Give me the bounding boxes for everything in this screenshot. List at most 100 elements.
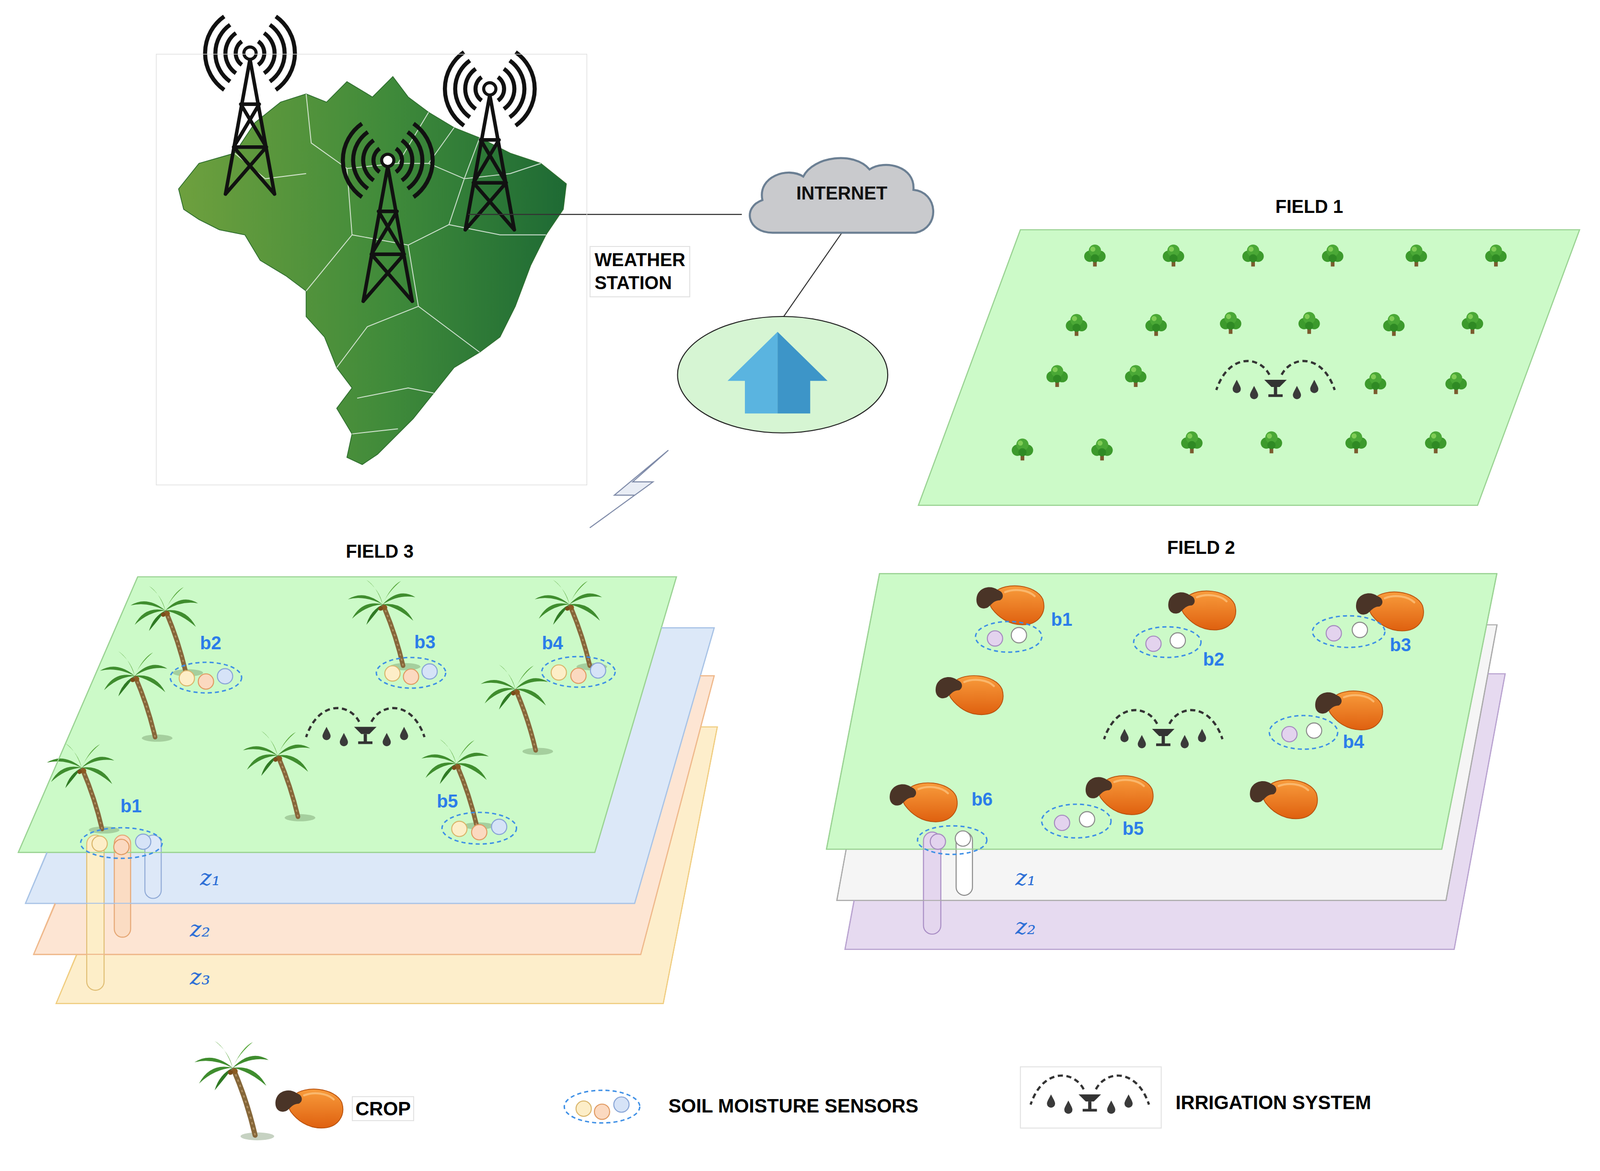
soil-layer: z₁	[25, 627, 715, 904]
sensor-group-shape	[974, 620, 1044, 653]
field-2-cashews	[935, 675, 1004, 715]
sensor-ellipse	[1133, 626, 1201, 658]
field-plane-shape	[826, 573, 1497, 849]
legend-icons	[576, 1100, 592, 1116]
sensor-dot	[1306, 722, 1322, 739]
sensor-dot	[198, 673, 214, 690]
sensor-group-shape	[169, 660, 243, 694]
layer-outline	[836, 624, 1497, 901]
field-1-trees	[1364, 371, 1387, 395]
sensor-group: b4	[1268, 714, 1339, 751]
sensor-dot	[1079, 811, 1095, 827]
cloud-shape	[749, 158, 934, 233]
sensor-dot	[113, 839, 129, 855]
sensor-group: b5	[1040, 802, 1113, 839]
soil-layer-shape	[56, 726, 718, 1004]
field-2-cashews	[1168, 590, 1236, 630]
sensor-ellipse	[1312, 615, 1385, 648]
home-station	[677, 316, 889, 433]
panel-border	[156, 54, 587, 485]
sensor-ellipse	[376, 657, 447, 688]
node-label: b5	[1122, 818, 1144, 840]
sensor-group: b2	[169, 660, 243, 694]
legend-label: SOIL MOISTURE SENSORS	[668, 1093, 919, 1117]
node-label: b6	[971, 788, 993, 811]
field-1-trees	[1485, 244, 1508, 267]
field-1-trees	[1383, 313, 1405, 337]
field-2-cashews	[889, 585, 1424, 822]
node-label: b1	[1051, 609, 1073, 631]
legend-item: CROP	[351, 1095, 415, 1121]
sensor-group-shape	[1311, 614, 1386, 649]
sensor-ellipse	[1042, 804, 1112, 838]
sensor-group-shape	[1040, 802, 1113, 839]
field-2-cashews	[1085, 775, 1154, 815]
node-label: b5	[436, 790, 458, 812]
field-plane-shape	[18, 576, 677, 853]
layer-outline	[33, 675, 715, 954]
sensor-group-shape	[375, 656, 447, 689]
field-1-trees	[1091, 438, 1114, 461]
field-3-palms	[130, 585, 203, 676]
field-plane: FIELD 3b2b3b4b1b5	[18, 576, 677, 853]
field-1-trees	[1046, 364, 1068, 387]
field-3-palms	[46, 742, 120, 834]
field-3-layers	[18, 576, 718, 1004]
legend-label: CROP	[351, 1095, 415, 1121]
sensor-dot	[491, 819, 507, 835]
soil-layer-shape	[836, 624, 1497, 901]
node-label: z₃	[189, 964, 211, 989]
legend-icons	[613, 1096, 629, 1113]
node-label: z₁	[1015, 865, 1036, 890]
node-label: FIELD 1	[1275, 196, 1344, 219]
weather-station-panel-shape	[156, 54, 587, 485]
sensor-dot	[1281, 726, 1298, 742]
home-station	[777, 331, 828, 414]
sensor-dot	[987, 630, 1003, 647]
sensor-group: b2	[1132, 625, 1203, 659]
node-label: b1	[120, 795, 142, 817]
wireless-bolt	[589, 450, 669, 528]
field-1-trees	[1145, 313, 1168, 337]
sensor-ellipse	[541, 656, 615, 687]
sensor-dot	[1054, 814, 1070, 831]
field-3-palms	[100, 650, 173, 742]
field-1-trees	[1242, 244, 1264, 267]
legend-icons	[1020, 1066, 1162, 1128]
sensor-dot	[179, 670, 195, 686]
sensor-dot	[384, 665, 401, 681]
node-label: INTERNET	[796, 182, 888, 205]
node-label: z₂	[1015, 914, 1036, 939]
sensor-dot	[955, 830, 971, 847]
field-1-plane	[918, 229, 1580, 506]
field-1-trees	[1425, 431, 1447, 454]
legend-icons	[194, 1040, 275, 1140]
field-1-trees	[1461, 311, 1484, 334]
sensor-ellipse	[170, 662, 243, 694]
field-plane: FIELD 2b1b2b3b4b6b5	[826, 573, 1497, 849]
node-label: WEATHER STATION	[589, 245, 690, 298]
wireless-bolt	[589, 450, 669, 528]
sensor-group-shape	[916, 824, 988, 856]
soil-layer: z₃	[56, 726, 718, 1004]
sensor-group-shape	[440, 811, 518, 845]
sensor-dot	[451, 821, 467, 837]
field-1-trees	[1260, 431, 1283, 454]
field-1-plane	[918, 229, 1580, 506]
soil-layer-shape	[845, 673, 1506, 950]
node-label: b3	[414, 631, 436, 653]
sensor-dot	[551, 664, 567, 680]
sensor-ellipse	[917, 825, 987, 855]
field-1-trees	[1124, 364, 1147, 387]
sensor-group: b5	[440, 811, 518, 845]
irrigation-systems	[306, 707, 425, 747]
layer-outline	[25, 627, 715, 904]
field-2-layers	[826, 573, 1506, 950]
soil-layer-shape	[25, 627, 715, 904]
field-1-trees	[1345, 431, 1368, 454]
layer-outline	[56, 726, 718, 1004]
sensor-group: b1	[974, 620, 1044, 653]
sensor-group: b1	[79, 826, 164, 859]
connector-line	[586, 213, 743, 215]
